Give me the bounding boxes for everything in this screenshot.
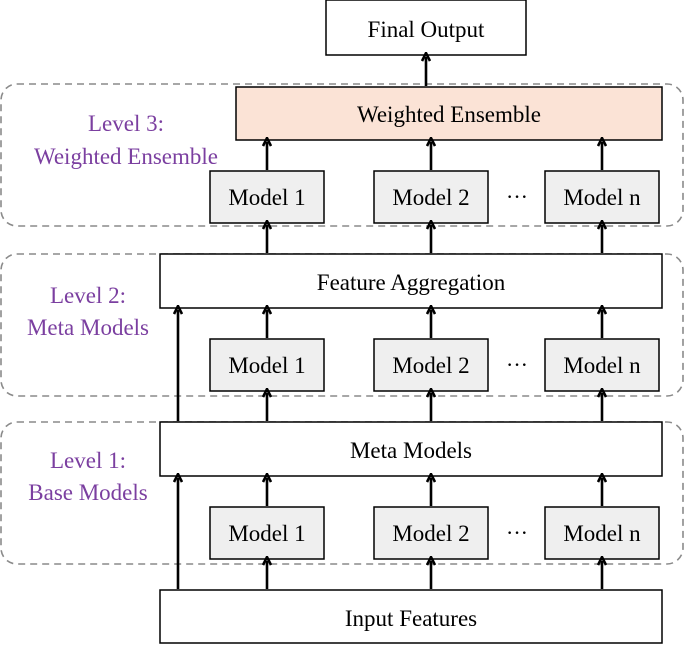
- input-features-label: Input Features: [345, 606, 477, 631]
- level-2-model-1-label: Model 1: [228, 353, 305, 378]
- level-3-model-1-label: Model 1: [228, 185, 305, 210]
- level-3-ellipsis: ···: [506, 184, 528, 209]
- level-1-ellipsis: ···: [506, 520, 528, 545]
- level-1-model-n-label: Model n: [563, 521, 641, 546]
- input-features-box: [159, 589, 663, 644]
- level-3-model-n-box: [544, 170, 660, 224]
- weighted-ensemble-label: Weighted Ensemble: [357, 102, 541, 127]
- level-2-model-2-box: [373, 338, 489, 392]
- feature-aggregation-label: Feature Aggregation: [317, 270, 506, 295]
- level-3-model-1-box: [209, 170, 325, 224]
- level-2-subtitle: Meta Models: [27, 315, 149, 340]
- level-1-model-2-label: Model 2: [392, 521, 469, 546]
- level-3-model-2-label: Model 2: [392, 185, 469, 210]
- level-2-model-1-box: [209, 338, 325, 392]
- level-1-model-1-label: Model 1: [228, 521, 305, 546]
- level-2-model-2-label: Model 2: [392, 353, 469, 378]
- level-2-ellipsis: ···: [506, 352, 528, 377]
- level-1-title: Level 1:: [50, 448, 126, 473]
- level-2-model-n-label: Model n: [563, 353, 641, 378]
- level-3-model-2-box: [373, 170, 489, 224]
- level-3-title: Level 3:: [88, 111, 164, 136]
- flow-arrows: [178, 57, 602, 589]
- meta-models-label: Meta Models: [350, 438, 472, 463]
- meta-models-box: [159, 421, 663, 477]
- feature-aggregation-box: [159, 253, 663, 309]
- level-1-model-2-box: [373, 506, 489, 560]
- level-3-model-n-label: Model n: [563, 185, 641, 210]
- level-3-frame: [0, 83, 684, 227]
- level-1-subtitle: Base Models: [28, 480, 148, 505]
- level-2-title: Level 2:: [50, 283, 126, 308]
- level-1-model-n-box: [544, 506, 660, 560]
- final-output-box: [325, 0, 527, 56]
- final-output-label: Final Output: [368, 17, 486, 42]
- weighted-ensemble-box: [235, 86, 663, 141]
- level-2-model-n-box: [544, 338, 660, 392]
- level-1-model-1-box: [209, 506, 325, 560]
- level-3-subtitle: Weighted Ensemble: [34, 144, 218, 169]
